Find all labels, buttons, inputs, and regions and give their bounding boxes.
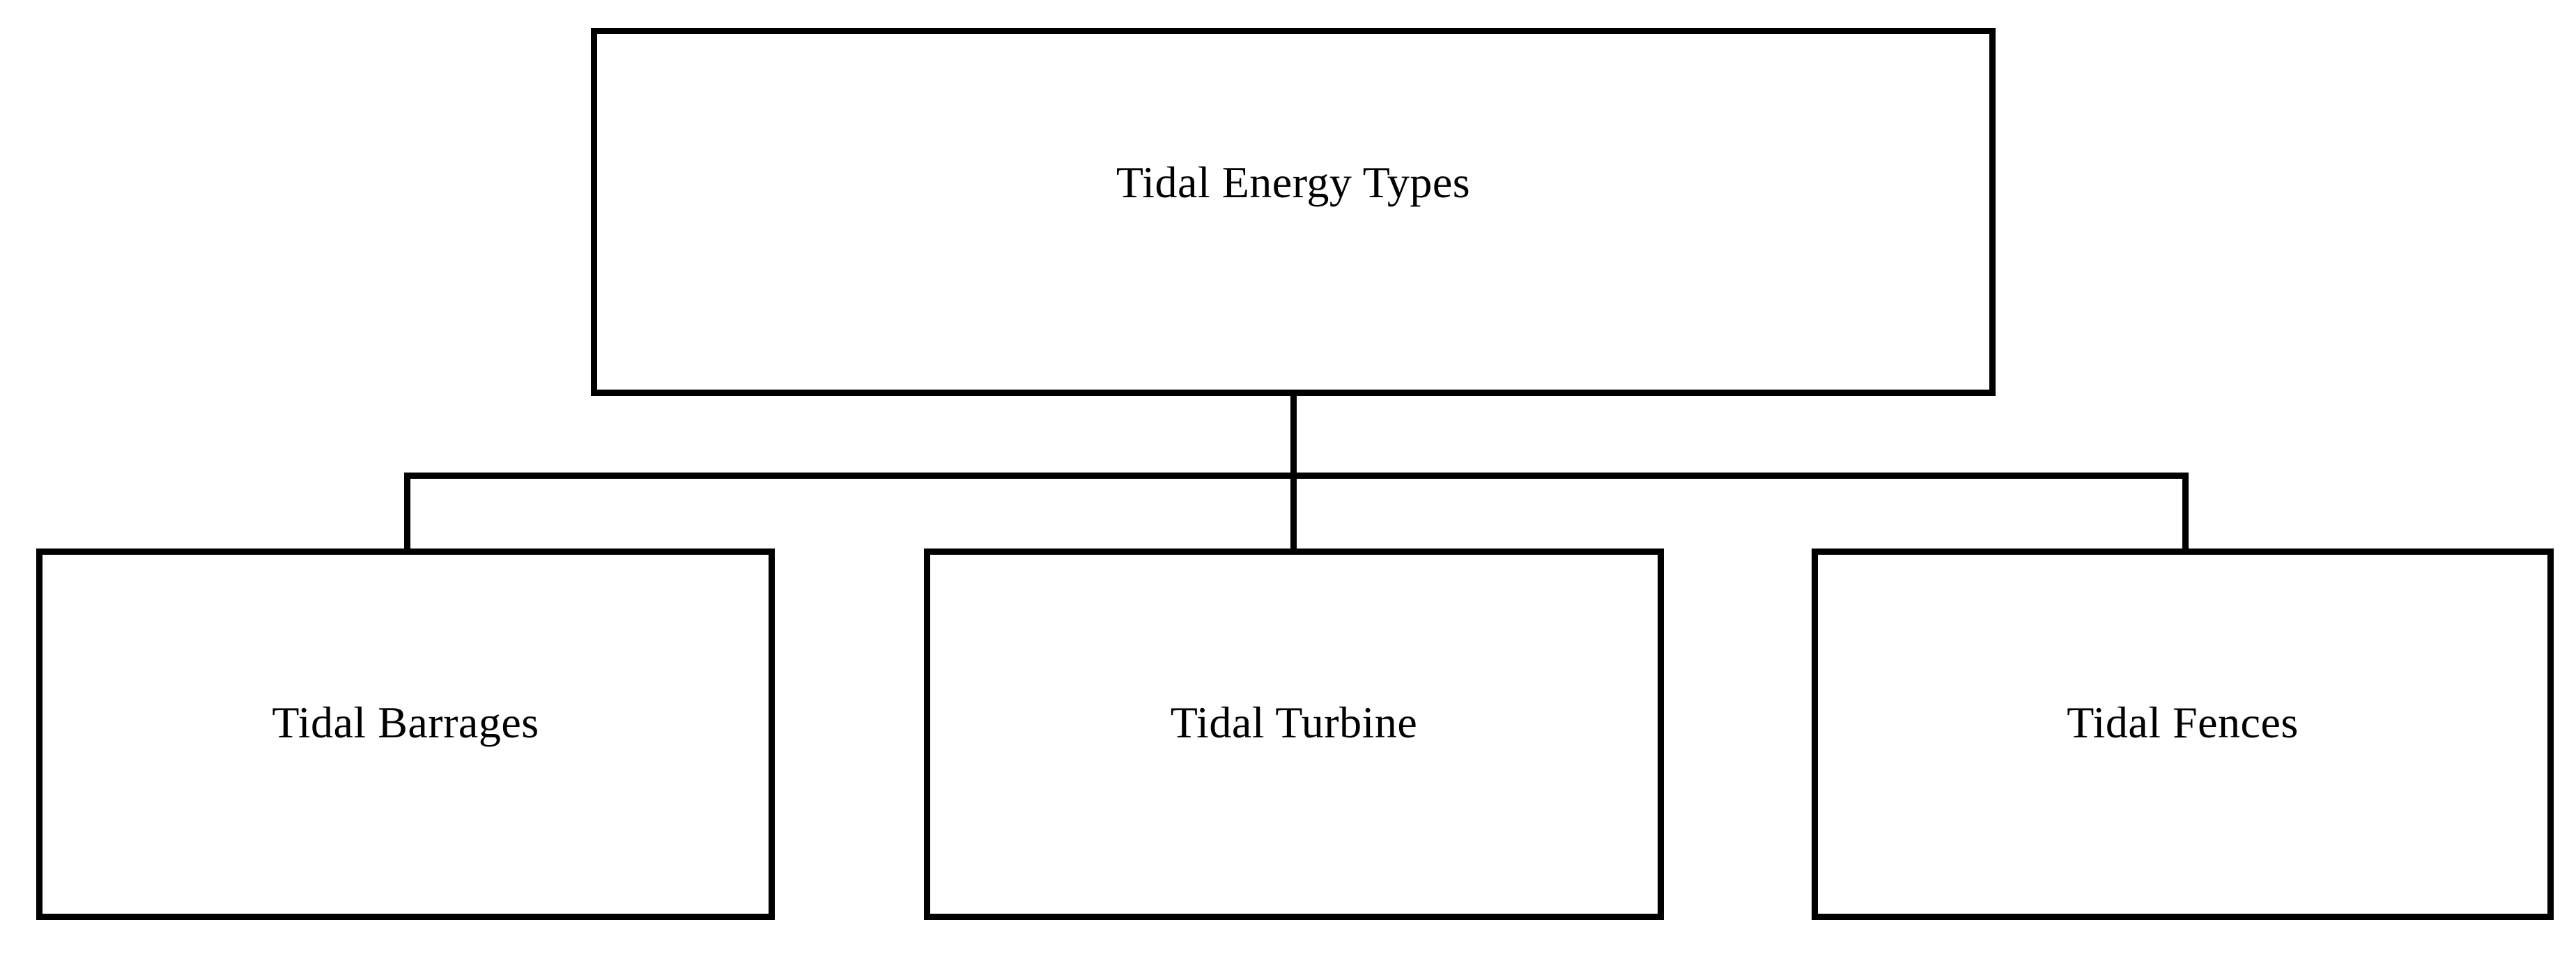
node-root-tidal-energy-types[interactable]: Tidal Energy Types xyxy=(591,28,1996,396)
node-child-1-label: Tidal Turbine xyxy=(1170,698,1418,748)
node-child-0-label: Tidal Barrages xyxy=(272,698,539,748)
node-child-tidal-barrages[interactable]: Tidal Barrages xyxy=(36,548,775,920)
node-child-tidal-fences[interactable]: Tidal Fences xyxy=(1812,548,2554,920)
connector-drop-tidal-fences xyxy=(2182,473,2189,552)
node-child-2-label: Tidal Fences xyxy=(2067,698,2299,748)
connector-root-stem xyxy=(1290,392,1297,479)
connector-drop-tidal-turbine xyxy=(1290,473,1297,552)
connector-drop-tidal-barrages xyxy=(404,473,410,552)
node-root-label: Tidal Energy Types xyxy=(1116,157,1471,207)
node-child-tidal-turbine[interactable]: Tidal Turbine xyxy=(924,548,1664,920)
